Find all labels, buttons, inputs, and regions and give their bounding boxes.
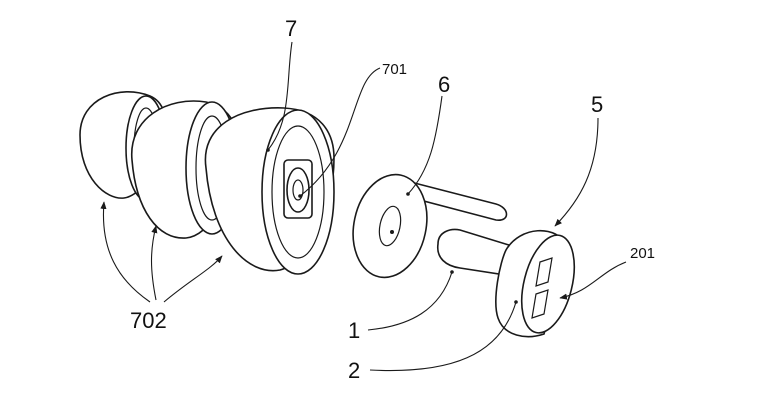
label-6: 6 [438,72,450,97]
leader-7 [267,41,293,151]
eartip-flange-large [204,107,335,275]
leader-702-a [100,201,151,303]
label-201: 201 [630,245,655,262]
leader-702-c [163,255,223,303]
leader-5 [554,117,599,227]
leader-201 [559,261,627,300]
leader-701 [299,67,381,197]
leader-702-b [151,225,158,301]
core-cylinder [495,229,576,338]
label-2: 2 [348,358,360,383]
label-701: 701 [382,61,407,78]
label-702: 702 [130,308,167,333]
filter-disc [352,173,508,279]
leader-1 [367,271,453,331]
label-1: 1 [348,318,360,343]
label-7: 7 [285,16,297,41]
leader-2 [369,301,517,372]
label-5: 5 [591,92,603,117]
leader-6 [407,95,443,195]
